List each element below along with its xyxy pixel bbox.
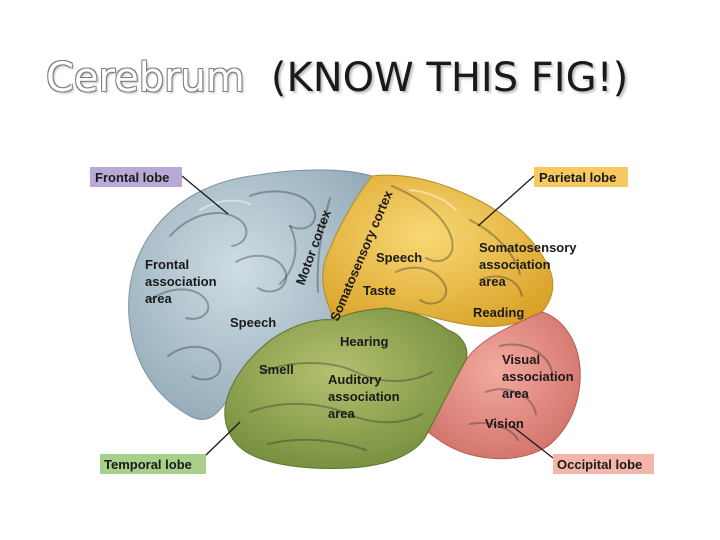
frontal-association-label: Frontal association area bbox=[145, 257, 220, 306]
visual-association-label: Visual association area bbox=[502, 352, 577, 401]
auditory-association-label: Auditory association area bbox=[328, 372, 403, 421]
parietal-lobe-leader bbox=[477, 175, 535, 227]
taste-label: Taste bbox=[363, 283, 396, 298]
temporal-lobe-leader bbox=[204, 421, 241, 457]
occipital-lobe-label: Occipital lobe bbox=[557, 457, 642, 472]
parietal-lobe-region bbox=[322, 174, 554, 327]
temporal-lobe-label: Temporal lobe bbox=[104, 457, 192, 472]
slide-title: Cerebrum (KNOW THIS FIG!) bbox=[46, 58, 628, 98]
auditory-association-line-3: area bbox=[328, 406, 356, 421]
somatosensory-association-line-2: association bbox=[479, 257, 551, 272]
visual-association-line-2: association bbox=[502, 369, 574, 384]
visual-association-line-3: area bbox=[502, 386, 530, 401]
occipital-lobe-leader bbox=[511, 425, 554, 459]
temporal-lobe-box bbox=[100, 454, 206, 474]
smell-label: Smell bbox=[259, 362, 294, 377]
somatosensory-association-line-3: area bbox=[479, 274, 507, 289]
frontal-association-line-3: area bbox=[145, 291, 173, 306]
somatosensory-association-label: Somatosensory association area bbox=[479, 240, 580, 289]
frontal-lobe-leader bbox=[181, 175, 229, 215]
frontal-lobe-box bbox=[90, 167, 182, 187]
visual-association-line-1: Visual bbox=[502, 352, 540, 367]
temporal-lobe-region bbox=[224, 307, 468, 469]
speech-parietal-label: Speech bbox=[376, 250, 422, 265]
parietal-lobe-label: Parietal lobe bbox=[539, 170, 616, 185]
vision-label: Vision bbox=[485, 416, 524, 431]
title-note: (KNOW THIS FIG!) bbox=[270, 55, 629, 101]
occipital-lobe-box bbox=[553, 454, 654, 474]
reading-label: Reading bbox=[473, 305, 524, 320]
frontal-lobe-label: Frontal lobe bbox=[95, 170, 169, 185]
somatosensory-association-line-1: Somatosensory bbox=[479, 240, 577, 255]
speech-frontal-label: Speech bbox=[230, 315, 276, 330]
hearing-label: Hearing bbox=[340, 334, 388, 349]
auditory-association-line-2: association bbox=[328, 389, 400, 404]
parietal-lobe-box bbox=[534, 167, 628, 187]
auditory-association-line-1: Auditory bbox=[328, 372, 382, 387]
title-main: Cerebrum bbox=[46, 55, 245, 101]
frontal-association-line-2: association bbox=[145, 274, 217, 289]
frontal-association-line-1: Frontal bbox=[145, 257, 189, 272]
